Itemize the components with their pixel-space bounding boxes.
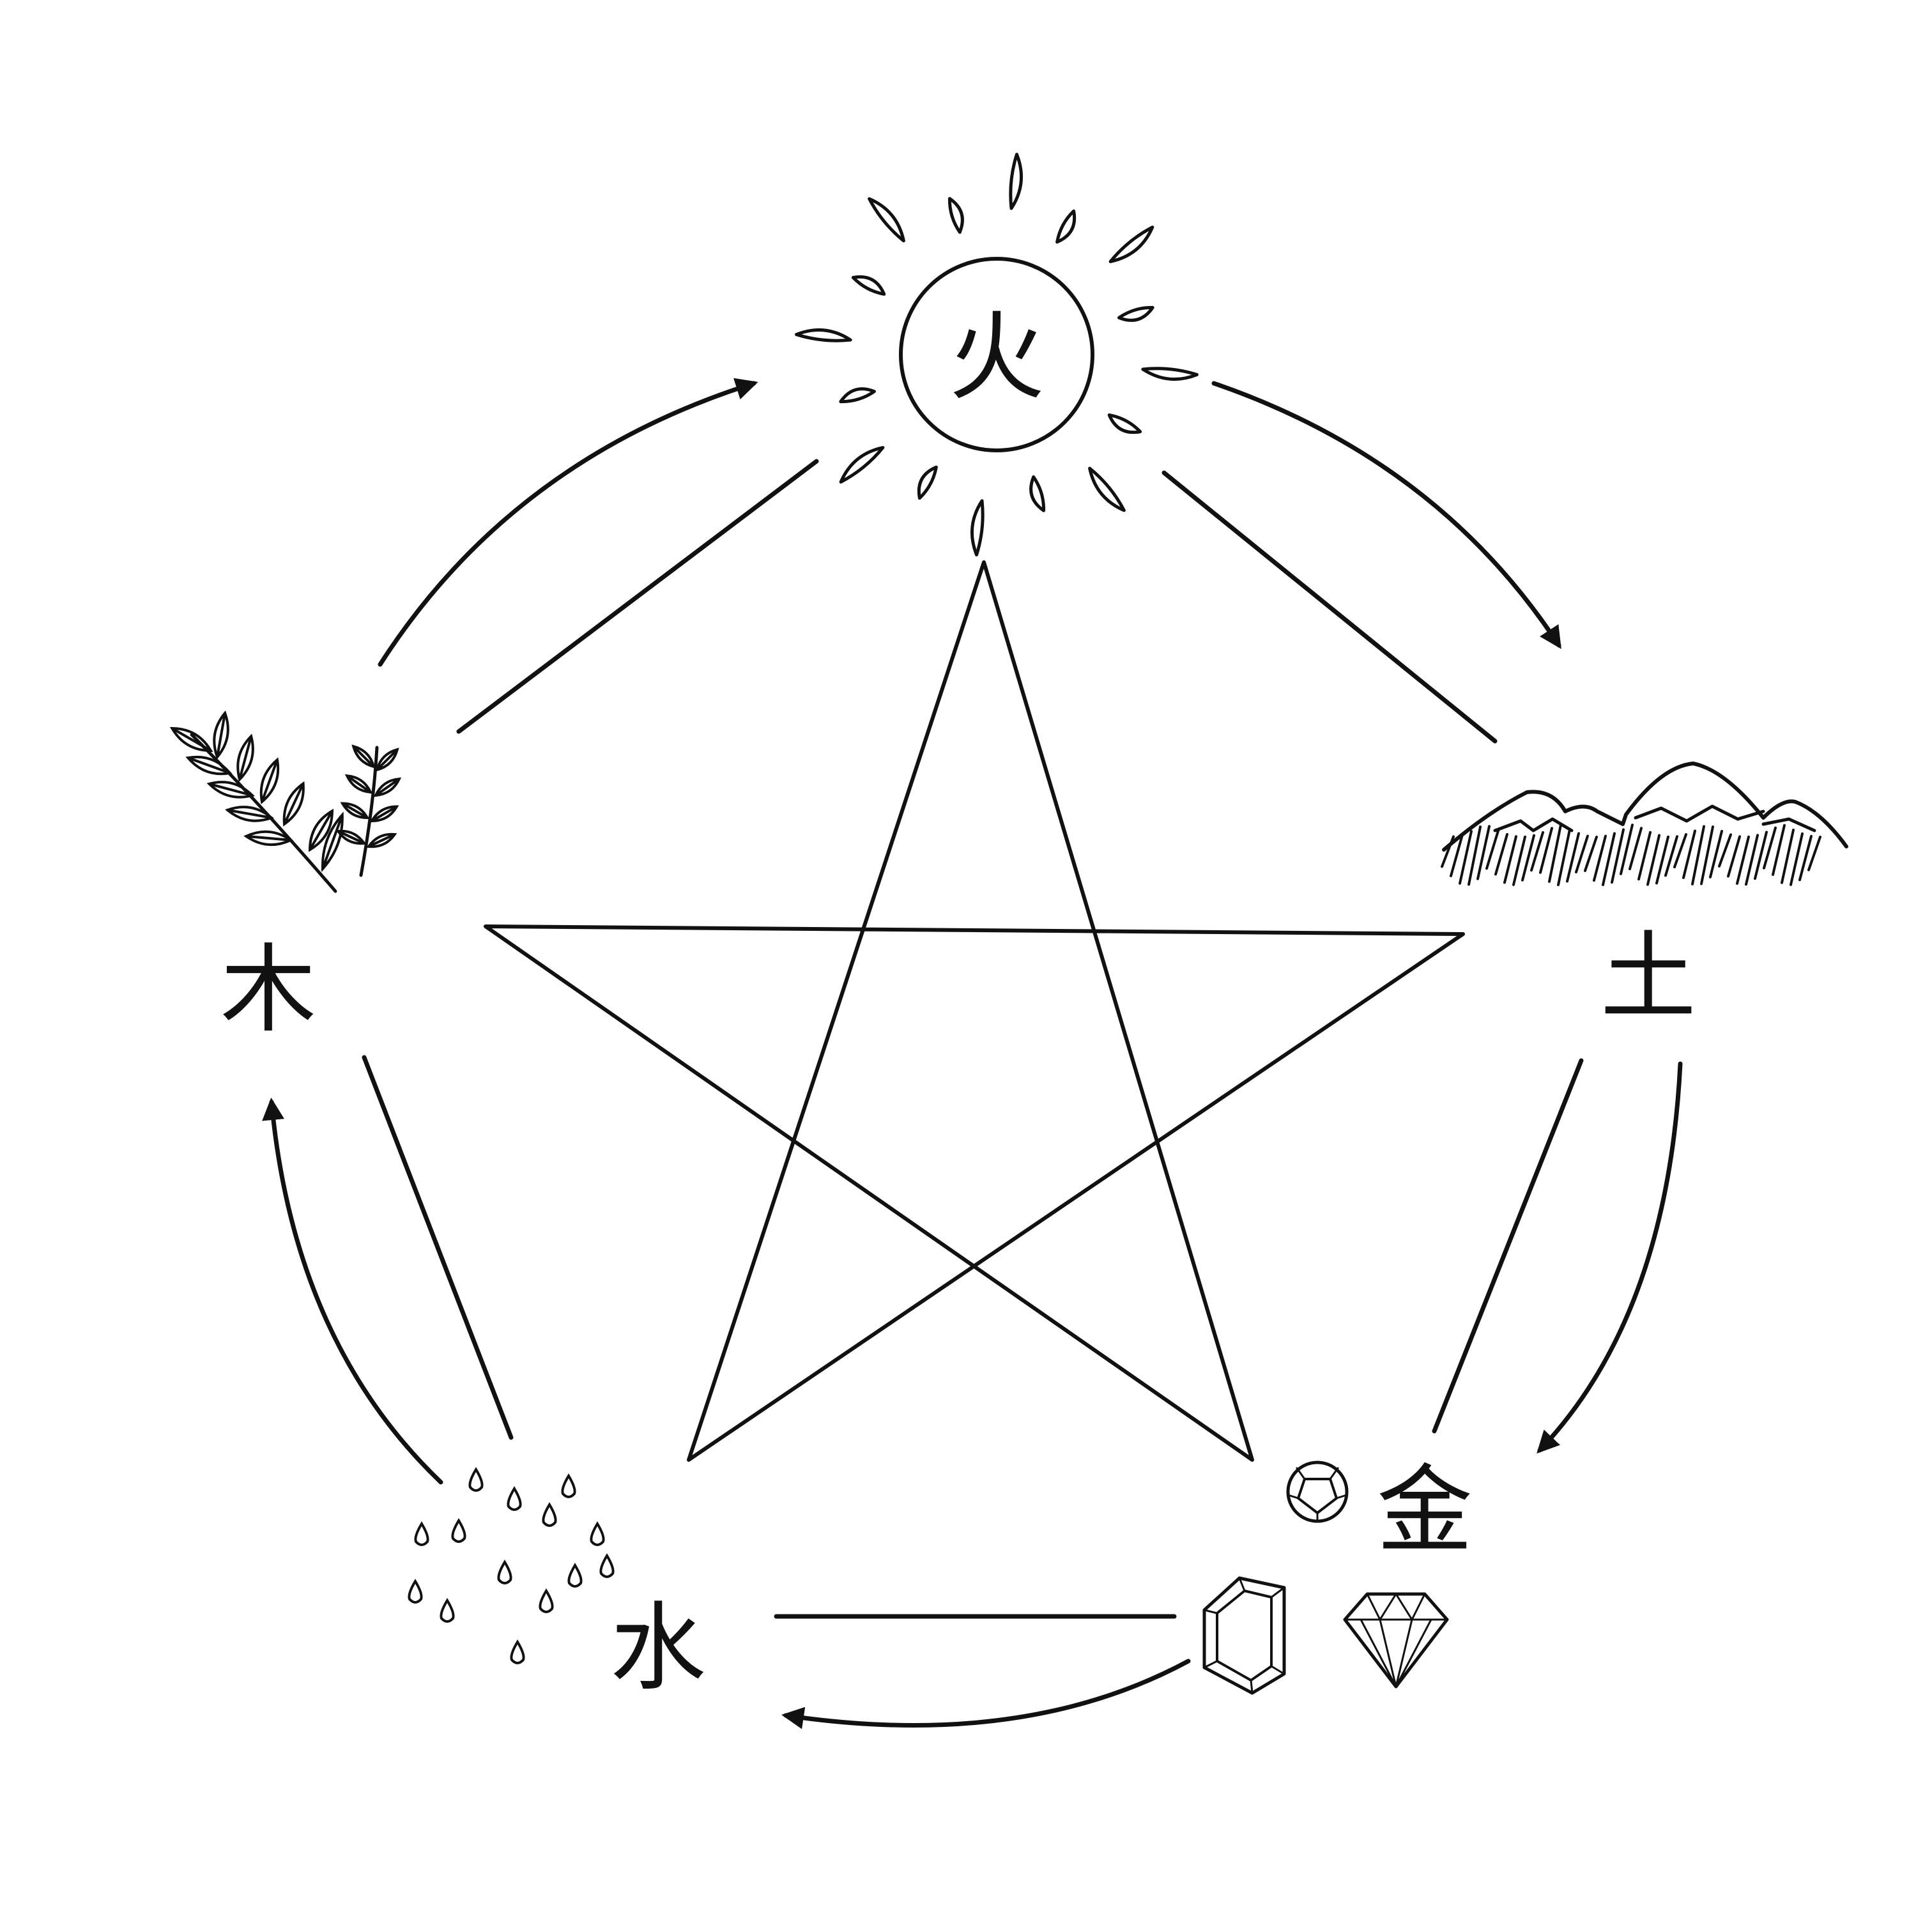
- raindrop-icon: [468, 1467, 484, 1492]
- sun-ray-icon: [795, 328, 852, 342]
- pentagram: [484, 560, 1465, 1462]
- arrow-earth-to-metal: [1537, 1061, 1683, 1454]
- arrow-fire-to-earth: [1211, 381, 1561, 649]
- sun-ray-icon: [839, 446, 885, 484]
- leaf-icon: [243, 830, 294, 847]
- wood-character: 木: [220, 935, 316, 1046]
- earth-character: 土: [1600, 922, 1696, 1033]
- inner-connectors: [362, 459, 1584, 1619]
- leaf-icon: [169, 726, 213, 753]
- leaf-icon: [335, 829, 367, 845]
- raindrop-icon: [451, 1518, 466, 1543]
- connector-wood-fire: [456, 459, 819, 734]
- leaf-icon: [213, 710, 229, 760]
- leaf-icon: [351, 744, 376, 769]
- arrow-water-to-wood: [262, 1098, 443, 1485]
- raindrop-icon: [561, 1473, 576, 1498]
- sun-ray-icon: [1117, 305, 1154, 322]
- arrow-wood-to-fire: [378, 378, 758, 667]
- connector-water-wood: [362, 1055, 514, 1440]
- raindrop-icon: [497, 1560, 512, 1584]
- leaf-icon: [185, 755, 233, 776]
- raindrop-icon: [414, 1521, 429, 1546]
- leaf-icon: [340, 802, 370, 820]
- leaf-icon: [321, 811, 344, 873]
- raindrops-icon: [408, 1467, 615, 1664]
- raindrop-icon: [567, 1563, 583, 1588]
- diamond-gem-icon: [1343, 1592, 1449, 1689]
- sun-ray-icon: [970, 499, 985, 556]
- leaf-icon: [373, 777, 402, 797]
- metal-character: 金: [1377, 1455, 1473, 1567]
- round-gem-icon: [1286, 1460, 1349, 1523]
- sun-ray-icon: [868, 197, 905, 243]
- sun-ray-icon: [1108, 226, 1154, 263]
- leaf-icon: [282, 781, 305, 827]
- leaf-icon: [259, 757, 280, 804]
- sun-ray-icon: [917, 465, 938, 500]
- leaf-icon: [206, 781, 255, 799]
- leaf-icon: [369, 805, 399, 823]
- sun-ray-icon: [947, 197, 964, 234]
- raindrop-icon: [440, 1598, 455, 1623]
- sun-icon: [795, 153, 1199, 556]
- leaf-icon: [375, 747, 399, 772]
- sun-ray-icon: [1107, 413, 1142, 434]
- connector-fire-earth: [1162, 470, 1498, 744]
- generating-cycle: [262, 378, 1683, 1729]
- connector-earth-metal: [1432, 1058, 1584, 1434]
- mountains-icon: [1441, 762, 1848, 886]
- leafy-branches-icon: [169, 710, 402, 893]
- sun-ray-icon: [1055, 209, 1077, 244]
- water-character: 水: [610, 1593, 706, 1704]
- fire-character: 火: [949, 302, 1045, 413]
- raindrop-icon: [599, 1553, 615, 1578]
- sun-ray-icon: [1141, 367, 1199, 381]
- sun-ray-icon: [839, 387, 877, 404]
- raindrop-icon: [507, 1486, 522, 1511]
- raindrop-icon: [408, 1579, 423, 1604]
- emerald-gem-icon: [1202, 1576, 1286, 1695]
- raindrop-icon: [539, 1588, 554, 1613]
- sun-ray-icon: [1029, 475, 1046, 512]
- raindrop-icon: [542, 1502, 557, 1527]
- leaf-icon: [308, 808, 334, 852]
- leaf-icon: [366, 832, 397, 848]
- sun-ray-icon: [1009, 153, 1023, 210]
- arrow-metal-to-water: [781, 1659, 1191, 1729]
- leaf-icon: [236, 733, 254, 782]
- raindrop-icon: [510, 1639, 525, 1664]
- leaf-icon: [344, 774, 373, 794]
- sun-ray-icon: [1088, 466, 1126, 512]
- sun-ray-icon: [851, 275, 886, 296]
- gemstones-icon: [1202, 1460, 1449, 1695]
- raindrop-icon: [590, 1521, 605, 1546]
- leaf-icon: [225, 806, 274, 822]
